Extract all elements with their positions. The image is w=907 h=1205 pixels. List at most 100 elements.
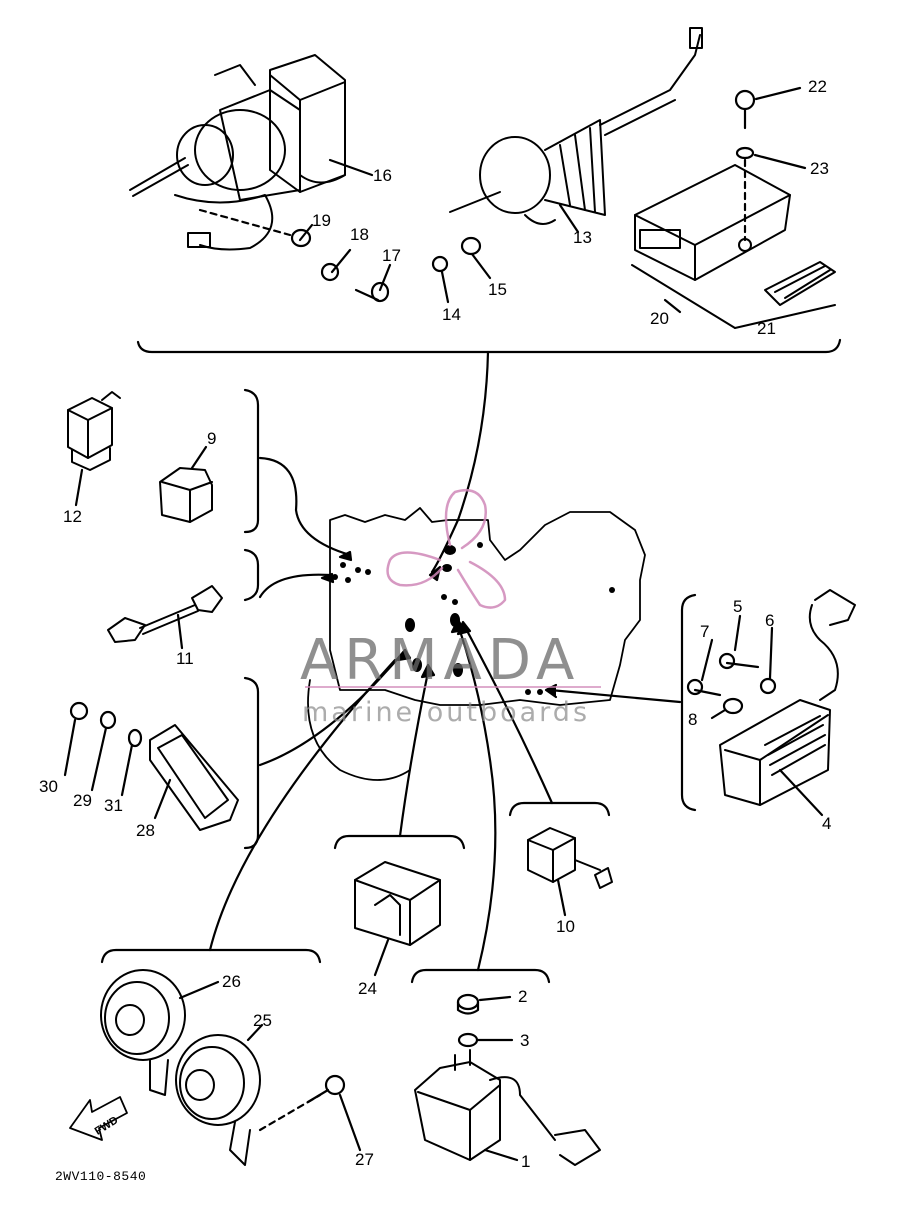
callout-20: 20 [650, 309, 669, 328]
leader-12 [74, 468, 84, 507]
bracket-11 [243, 548, 260, 602]
callout-9: 9 [207, 429, 217, 448]
callout-30: 30 [39, 777, 58, 796]
part-13-cable-actuator [449, 27, 703, 225]
leader-9-12 [258, 456, 352, 557]
callout-4: 4 [822, 814, 832, 833]
callout-25: 25 [253, 1011, 272, 1030]
callout-28: 28 [136, 821, 155, 840]
leader-19 [298, 223, 314, 242]
leader-25-27 [208, 658, 397, 952]
callout-5: 5 [733, 597, 743, 616]
callout-1: 1 [521, 1152, 531, 1171]
part-4-regulator [719, 589, 856, 806]
bracket-25-27 [100, 948, 322, 964]
part-6-washer [759, 677, 777, 695]
leader-27 [338, 1093, 362, 1152]
callout-8: 8 [688, 710, 698, 729]
part-29-nut [99, 710, 117, 730]
top-group-bracket [136, 338, 842, 354]
callout-13: 13 [573, 228, 592, 247]
leader-22 [754, 86, 802, 101]
leader-15 [470, 252, 492, 280]
callout-26: 26 [222, 972, 241, 991]
callout-19: 19 [312, 211, 331, 230]
callout-2: 2 [518, 987, 528, 1006]
callout-21: 21 [757, 319, 776, 338]
leader-14 [440, 270, 450, 304]
bracket-1-3 [410, 968, 551, 984]
part-5-bolt [718, 652, 760, 670]
leader-20 [663, 298, 682, 314]
leader-26 [178, 980, 220, 1000]
propeller-watermark-icon [386, 488, 507, 609]
bracket-24 [333, 834, 466, 850]
part-1-starter-relay [414, 1049, 601, 1166]
callout-22: 22 [808, 77, 827, 96]
part-14-nut [431, 255, 449, 273]
part-15-washer [460, 236, 482, 256]
leader-9 [190, 445, 208, 470]
watermark-divider [305, 686, 601, 688]
bracket-4-8 [680, 593, 697, 812]
bracket-10 [508, 801, 611, 817]
part-10-relay [527, 827, 613, 889]
leader-16 [328, 158, 374, 177]
watermark-title: ARMADA [300, 628, 581, 693]
callout-18: 18 [350, 225, 369, 244]
part-22-screw [734, 89, 756, 130]
callout-16: 16 [373, 166, 392, 185]
callout-31: 31 [104, 796, 123, 815]
callout-23: 23 [810, 159, 829, 178]
part-9-unit [159, 467, 213, 523]
callout-29: 29 [73, 791, 92, 810]
leader-13 [558, 203, 580, 234]
diagram-code: 2WV110-8540 [55, 1169, 147, 1184]
leader-17 [378, 263, 392, 292]
leader-23 [753, 153, 807, 170]
leader-1 [483, 1148, 519, 1162]
callout-11: 11 [176, 649, 194, 668]
bracket-9-12 [243, 388, 260, 534]
part-27-bolt [306, 1074, 346, 1104]
top-group-leader [430, 350, 490, 574]
leader-25 [246, 1023, 264, 1042]
callout-3: 3 [520, 1031, 530, 1050]
part-31-washer [127, 728, 143, 748]
leader-10 [463, 625, 554, 805]
callout-6: 6 [765, 611, 775, 630]
leader-24-part [373, 938, 390, 977]
leader-11-part [176, 613, 184, 650]
callout-27: 27 [355, 1150, 374, 1169]
part-3-washer [457, 1032, 479, 1048]
watermark-subtitle: marine outboards [302, 697, 591, 728]
part-11-sensor [107, 585, 223, 643]
bracket-28-31 [243, 676, 260, 850]
engine-outline [307, 507, 646, 781]
leader-11 [258, 573, 332, 599]
part-17-bolt [354, 281, 390, 303]
part-2-cap [456, 993, 480, 1015]
part-30-cap [69, 701, 89, 721]
leader-18 [330, 248, 352, 274]
leader-2 [478, 995, 512, 1002]
callout-17: 17 [382, 246, 401, 265]
callout-24: 24 [358, 979, 377, 998]
part-7-bolt [686, 678, 722, 697]
part-26-horn [100, 969, 186, 1096]
callout-12: 12 [63, 507, 82, 526]
part-24-relay-box [354, 861, 441, 946]
part-12-relay [67, 391, 121, 471]
part-23-washer [735, 146, 755, 160]
part-25-horn [175, 1034, 261, 1166]
part-21-connector [764, 261, 836, 306]
leader-1-3 [456, 623, 497, 972]
callout-14: 14 [442, 305, 461, 324]
part-20-control-unit [631, 164, 836, 329]
leader-10-part [556, 878, 567, 917]
dashline-16 [198, 208, 292, 237]
part-16-actuator [129, 54, 346, 251]
mount-points [332, 542, 615, 695]
leader-28-31 [258, 648, 407, 767]
